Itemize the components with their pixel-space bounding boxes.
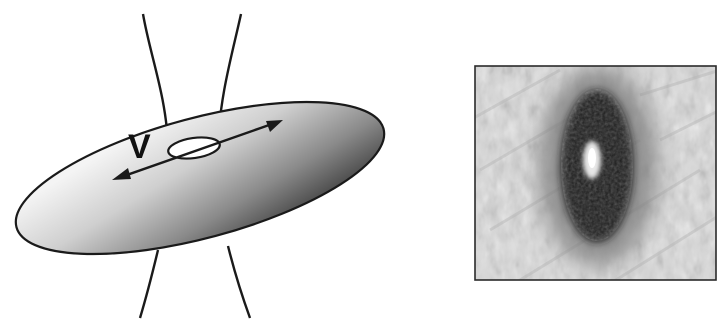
vortex-disk-diagram: V [1,14,399,318]
velocity-label: V [128,128,151,166]
disk [1,71,399,285]
field-line-lower-right [228,246,250,318]
field-line-lower-left [140,250,158,318]
vortex-image [470,66,717,290]
